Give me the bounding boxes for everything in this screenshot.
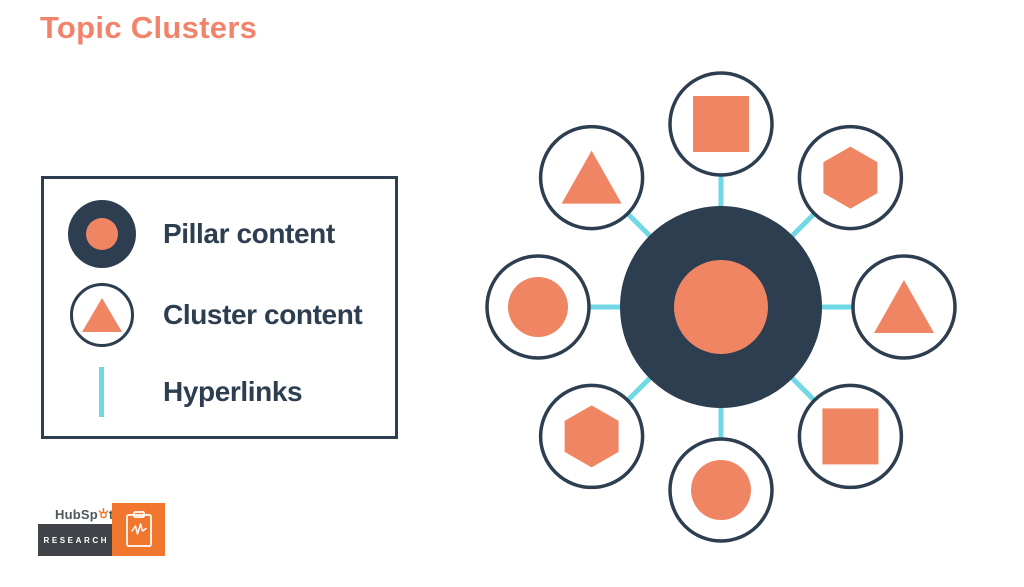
wordmark-prefix: HubSp <box>55 506 98 522</box>
cluster-circle-icon <box>691 460 751 520</box>
cluster-triangle-icon <box>874 280 934 333</box>
legend-label-pillar-content: Pillar content <box>163 218 335 249</box>
hubspot-research-logo: HubSp t RESEARCH <box>38 503 165 556</box>
cluster-circle-icon <box>508 277 568 337</box>
legend-box: Pillar content Cluster content Hyperlink… <box>41 176 398 439</box>
pillar-content-core-icon <box>86 218 118 250</box>
cluster-content-icon <box>70 283 134 347</box>
cluster-hexagon-icon <box>823 146 878 209</box>
cluster-triangle-icon <box>561 150 622 204</box>
triangle-icon <box>82 298 122 332</box>
sprocket-icon <box>98 507 109 519</box>
cluster-square-icon <box>822 408 879 465</box>
hyperlink-line-icon <box>99 367 104 417</box>
research-badge: RESEARCH <box>38 524 112 556</box>
clipboard-icon <box>125 510 152 547</box>
wordmark-suffix: t <box>109 507 114 522</box>
cluster-hexagon-icon <box>564 405 619 468</box>
pillar-content-icon <box>68 200 136 268</box>
pillar-hub-core <box>674 260 768 354</box>
hubspot-wordmark: HubSp t <box>55 505 113 523</box>
page-title: Topic Clusters <box>40 10 258 45</box>
clipboard-tile <box>112 503 165 556</box>
legend-label-hyperlinks: Hyperlinks <box>163 376 303 407</box>
legend-label-cluster-content: Cluster content <box>163 299 363 330</box>
cluster-square-icon <box>693 96 749 152</box>
